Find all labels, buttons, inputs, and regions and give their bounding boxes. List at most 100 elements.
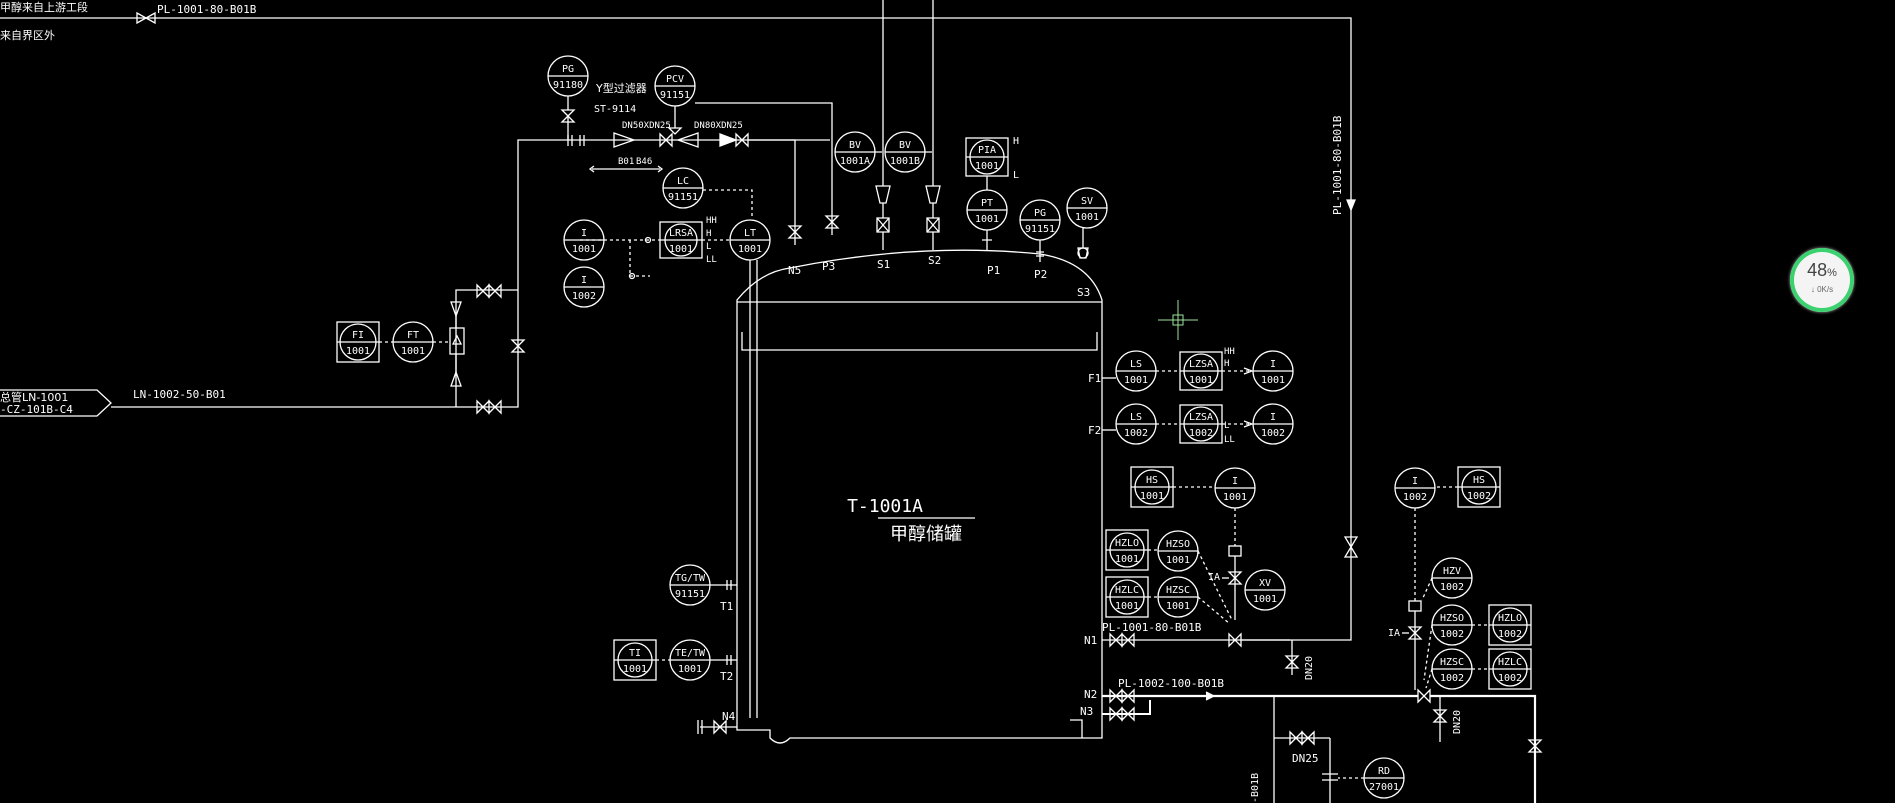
tank-bottom-nozzle <box>1070 719 1083 738</box>
instrument-tag-22: I <box>1412 476 1418 487</box>
instrument-tag-12: LS <box>1130 359 1142 370</box>
panel-tag-7: HZLC <box>1115 585 1139 596</box>
instrument-tag-11: SV <box>1081 196 1093 207</box>
flame-arrester-s1 <box>876 217 890 233</box>
panel-number-7: 1001 <box>1115 601 1139 612</box>
instrument-tag-14: LS <box>1130 412 1142 423</box>
panel-number-3: 1001 <box>1189 375 1213 386</box>
panel-tag-11: HZLC <box>1498 657 1522 668</box>
instrument-number-26: 27001 <box>1369 782 1399 793</box>
instrument-tag-0: PG <box>562 64 574 75</box>
panel-tag-4: LZSA <box>1189 412 1213 423</box>
drain-dn20-b <box>1432 696 1448 742</box>
instrument-tag-5: I <box>581 275 587 286</box>
xv-actuator <box>1227 571 1243 585</box>
instrument-tag-4: I <box>581 228 587 239</box>
instrument-number-20: 91151 <box>675 589 705 600</box>
instrument-number-7: 1001A <box>840 156 870 167</box>
solenoid-1002 <box>1408 600 1422 612</box>
alarm-lzsa2-ll: LL <box>1224 435 1235 445</box>
flanges <box>567 135 585 146</box>
alarm-lrsa-h: H <box>706 229 711 239</box>
valve-n5 <box>787 225 803 239</box>
instrument-tag-19: XV <box>1259 578 1271 589</box>
panel-tag-9: HS <box>1473 475 1485 486</box>
label-ia-2: IA <box>1388 628 1400 639</box>
alarm-pia-l: L <box>1013 170 1019 181</box>
panel-number-4: 1002 <box>1189 428 1213 439</box>
instrument-tag-2: LC <box>677 176 689 187</box>
reducers-upper <box>613 132 699 148</box>
alarm-lrsa-ll: LL <box>706 255 717 265</box>
panel-tag-10: HZLO <box>1498 613 1522 624</box>
panel-number-6: 1001 <box>1115 554 1139 565</box>
panel-number-11: 1002 <box>1498 673 1522 684</box>
instrument-number-11: 1001 <box>1075 212 1099 223</box>
reducers <box>450 301 462 387</box>
instrument-number-25: 1002 <box>1440 673 1464 684</box>
flow-arrow-down <box>1346 199 1356 212</box>
instrument-number-6: 1001 <box>401 346 425 357</box>
pg-branch <box>560 109 576 140</box>
line-label-n1: PL-1001-80-B01B <box>1102 621 1202 634</box>
instrument-tag-8: BV <box>899 140 911 151</box>
gate-valve-left-vertical <box>510 339 526 353</box>
instrument-number-3: 1001 <box>738 244 762 255</box>
nozzle-n1: N1 <box>1084 634 1097 647</box>
instrument-tag-3: LT <box>744 228 756 239</box>
nozzle-s2: S2 <box>928 254 941 267</box>
label-b46: B46 <box>636 157 652 167</box>
instrument-number-8: 1001B <box>890 156 920 167</box>
instrument-tag-1: PCV <box>666 74 684 85</box>
speed-rate: ↓ 0K/s <box>1810 285 1834 294</box>
dimension-arrow <box>588 165 664 173</box>
nozzle-s3: S3 <box>1077 286 1090 299</box>
flow-element-mark <box>451 334 463 345</box>
nozzle-p3: P3 <box>822 260 835 273</box>
instrument-number-17: 1001 <box>1166 555 1190 566</box>
instrument-number-9: 1001 <box>975 214 999 225</box>
instrument-tag-17: HZSO <box>1166 539 1190 550</box>
instrument-number-2: 91151 <box>668 192 698 203</box>
note-top-left-2: 来自界区外 <box>0 29 55 42</box>
note-left-header-1: 总管LN-1001 <box>0 390 68 404</box>
alarm-lzsa1-h: H <box>1224 359 1229 369</box>
instrument-number-13: 1001 <box>1261 375 1285 386</box>
xv-body-1002 <box>1417 688 1431 704</box>
gate-valve-upper <box>735 132 749 148</box>
instrument-number-24: 1002 <box>1440 629 1464 640</box>
cursor-crosshair-icon <box>1158 300 1198 340</box>
instrument-tag-25: HZSC <box>1440 657 1464 668</box>
tank-tag: T-1001A <box>847 496 923 517</box>
nozzle-p1: P1 <box>987 264 1000 277</box>
cursor-box <box>1172 314 1184 326</box>
instrument-number-4: 1001 <box>572 244 596 255</box>
pipes-top-vertical <box>882 0 934 170</box>
line-label-n2: PL-1002-100-B01B <box>1118 677 1224 690</box>
valves-n2 <box>1109 688 1135 704</box>
instrument-number-15: 1002 <box>1261 428 1285 439</box>
alarm-lrsa-l: L <box>706 242 711 252</box>
tank-shell <box>736 249 1103 744</box>
instrument-number-22: 1002 <box>1403 492 1427 503</box>
label-y-filter-2: ST-9114 <box>594 104 636 115</box>
nozzle-f2: F2 <box>1088 424 1101 437</box>
panel-tag-5: HS <box>1146 475 1158 486</box>
panel-tag-1: LRSA <box>669 228 693 239</box>
nozzle-t2: T2 <box>720 670 733 683</box>
pipe-p3 <box>695 102 833 235</box>
network-speed-widget[interactable]: 48% ↓ 0K/s <box>1790 248 1854 312</box>
label-dn20-a: DN20 <box>1304 656 1315 680</box>
control-valve-lower <box>476 399 502 415</box>
instrument-number-16: 1001 <box>1223 492 1247 503</box>
nozzle-t1: T1 <box>720 600 733 613</box>
valves-dn25 <box>1274 730 1330 746</box>
instrument-number-5: 1002 <box>572 291 596 302</box>
pipe-right-return <box>1229 210 1352 641</box>
instrument-tag-24: HZSO <box>1440 613 1464 624</box>
panel-number-9: 1002 <box>1467 491 1491 502</box>
flow-element <box>449 327 465 355</box>
pipe-left-inlet <box>111 139 830 408</box>
panel-tag-0: FI <box>352 330 364 341</box>
panel-number-5: 1001 <box>1140 491 1164 502</box>
